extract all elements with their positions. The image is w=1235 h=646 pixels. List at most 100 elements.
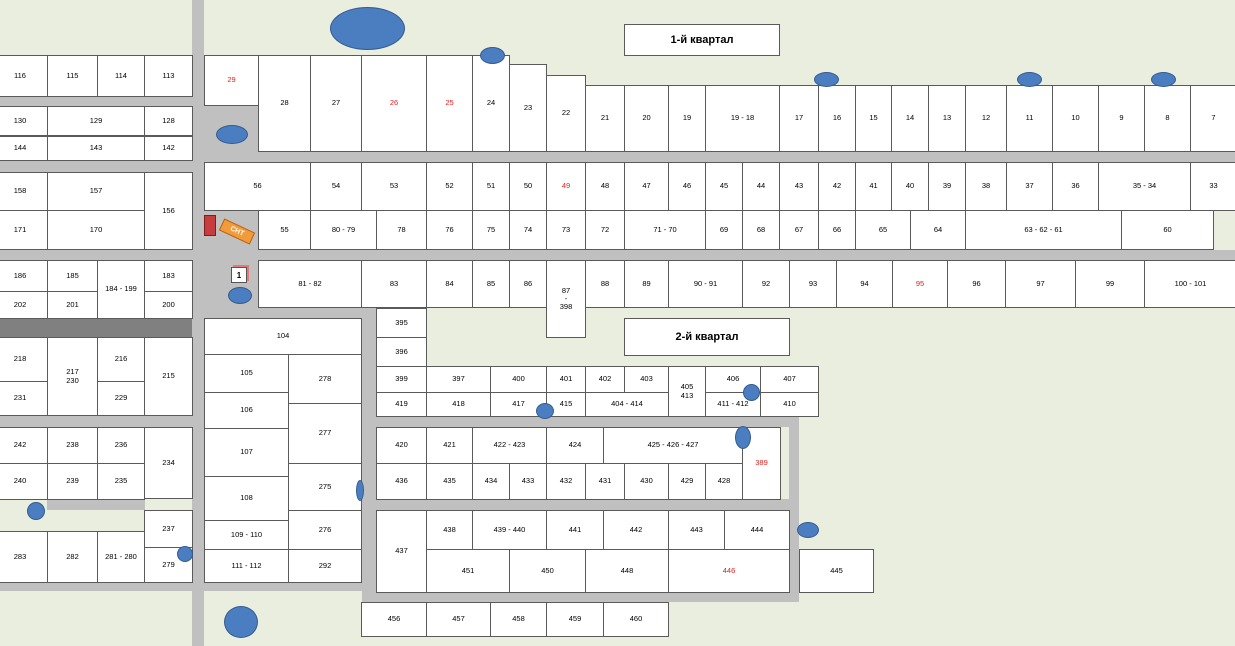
plot-419[interactable]: 419 [376,392,427,417]
plot-431[interactable]: 431 [585,463,625,500]
plot-399[interactable]: 399 [376,366,427,393]
plot-183[interactable]: 183 [144,260,193,292]
plot-13[interactable]: 13 [928,85,966,152]
plot-55[interactable]: 55 [258,210,311,250]
plot-42[interactable]: 42 [818,162,856,211]
plot-26[interactable]: 26 [361,55,427,152]
plot-418[interactable]: 418 [426,392,491,417]
plot-63-62-61[interactable]: 63 - 62 - 61 [965,210,1122,250]
plot-87-398[interactable]: 87 - 398 [546,260,586,338]
plot-95[interactable]: 95 [892,260,948,308]
plot-88[interactable]: 88 [585,260,625,308]
plot-75[interactable]: 75 [472,210,510,250]
plot-171[interactable]: 171 [0,210,48,250]
plot-405-413[interactable]: 405 413 [668,366,706,417]
plot-435[interactable]: 435 [426,463,473,500]
plot-420[interactable]: 420 [376,427,427,464]
plot-184-199[interactable]: 184 - 199 [97,260,145,319]
plot-47[interactable]: 47 [624,162,669,211]
plot-415[interactable]: 415 [546,392,586,417]
plot-84[interactable]: 84 [426,260,473,308]
plot-236[interactable]: 236 [97,427,145,464]
plot-156[interactable]: 156 [144,172,193,250]
plot-46[interactable]: 46 [668,162,706,211]
plot-51[interactable]: 51 [472,162,510,211]
plot-21[interactable]: 21 [585,85,625,152]
plot-446[interactable]: 446 [668,549,790,593]
plot-200[interactable]: 200 [144,291,193,319]
plot-7[interactable]: 7 [1190,85,1235,152]
plot-116[interactable]: 116 [0,55,48,97]
plot-202[interactable]: 202 [0,291,48,319]
plot-216[interactable]: 216 [97,337,145,382]
plot-97[interactable]: 97 [1005,260,1076,308]
plot-397[interactable]: 397 [426,366,491,393]
plot-459[interactable]: 459 [546,602,604,637]
plot-231[interactable]: 231 [0,381,48,416]
plot-12[interactable]: 12 [965,85,1007,152]
plot-93[interactable]: 93 [789,260,837,308]
plot-80-79[interactable]: 80 - 79 [310,210,377,250]
plot-422-423[interactable]: 422 - 423 [472,427,547,464]
plot-15[interactable]: 15 [855,85,892,152]
plot-218[interactable]: 218 [0,337,48,382]
plot-48[interactable]: 48 [585,162,625,211]
plot-56[interactable]: 56 [204,162,311,211]
plot-113[interactable]: 113 [144,55,193,97]
plot-99[interactable]: 99 [1075,260,1145,308]
plot-143[interactable]: 143 [47,136,145,161]
plot-237[interactable]: 237 [144,510,193,548]
plot-83[interactable]: 83 [361,260,427,308]
plot-54[interactable]: 54 [310,162,362,211]
plot-92[interactable]: 92 [742,260,790,308]
plot-76[interactable]: 76 [426,210,473,250]
plot-217-230[interactable]: 217 230 [47,337,98,416]
plot-28[interactable]: 28 [258,55,311,152]
plot-60[interactable]: 60 [1121,210,1214,250]
plot-14[interactable]: 14 [891,85,929,152]
plot-283[interactable]: 283 [0,531,48,583]
plot-68[interactable]: 68 [742,210,780,250]
plot-19-18[interactable]: 19 - 18 [705,85,780,152]
plot-64[interactable]: 64 [910,210,966,250]
plot-43[interactable]: 43 [779,162,819,211]
plot-27[interactable]: 27 [310,55,362,152]
plot-170[interactable]: 170 [47,210,145,250]
plot-129[interactable]: 129 [47,106,145,136]
plot-39[interactable]: 39 [928,162,966,211]
plot-407[interactable]: 407 [760,366,819,393]
plot-24[interactable]: 24 [472,55,510,152]
plot-441[interactable]: 441 [546,510,604,550]
plot-448[interactable]: 448 [585,549,669,593]
plot-111-112[interactable]: 111 - 112 [204,549,289,583]
plot-157[interactable]: 157 [47,172,145,211]
plot-73[interactable]: 73 [546,210,586,250]
plot-96[interactable]: 96 [947,260,1006,308]
plot-44[interactable]: 44 [742,162,780,211]
plot-41[interactable]: 41 [855,162,892,211]
plot-436[interactable]: 436 [376,463,427,500]
plot-16[interactable]: 16 [818,85,856,152]
plot-278[interactable]: 278 [288,354,362,404]
plot-292[interactable]: 292 [288,549,362,583]
plot-281-280[interactable]: 281 - 280 [97,531,145,583]
plot-424[interactable]: 424 [546,427,604,464]
plot-443[interactable]: 443 [668,510,725,550]
plot-401[interactable]: 401 [546,366,586,393]
plot-9[interactable]: 9 [1098,85,1145,152]
plot-114[interactable]: 114 [97,55,145,97]
plot-458[interactable]: 458 [490,602,547,637]
plot-20[interactable]: 20 [624,85,669,152]
plot-94[interactable]: 94 [836,260,893,308]
plot-69[interactable]: 69 [705,210,743,250]
plot-81-82[interactable]: 81 - 82 [258,260,362,308]
plot-25[interactable]: 25 [426,55,473,152]
plot-8[interactable]: 8 [1144,85,1191,152]
plot-403[interactable]: 403 [624,366,669,393]
plot-201[interactable]: 201 [47,291,98,319]
plot-432[interactable]: 432 [546,463,586,500]
plot-437[interactable]: 437 [376,510,427,593]
plot-460[interactable]: 460 [603,602,669,637]
plot-186[interactable]: 186 [0,260,48,292]
plot-142[interactable]: 142 [144,136,193,161]
